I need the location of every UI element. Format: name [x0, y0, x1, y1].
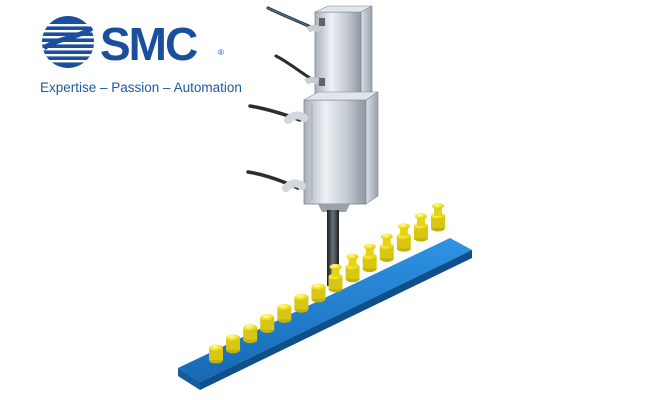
brand-name: SMC: [100, 18, 198, 70]
lower-cylinder: [282, 91, 379, 212]
pin: [260, 314, 275, 334]
pin: [226, 334, 241, 354]
pin: [328, 263, 343, 293]
pin: [345, 253, 360, 283]
blue-rail: [178, 238, 472, 390]
pin: [294, 293, 309, 313]
registered-mark: ®: [218, 48, 224, 57]
smc-logo: SMC ®: [40, 14, 280, 104]
pin: [413, 213, 428, 242]
pin: [396, 223, 411, 252]
pin: [431, 203, 445, 232]
pin: [277, 303, 292, 323]
pin: [311, 283, 326, 303]
pin: [362, 243, 377, 273]
yellow-pins: [209, 203, 445, 364]
pin: [379, 233, 394, 262]
pin: [243, 324, 258, 344]
pin: [209, 344, 223, 364]
brand-tagline: Expertise – Passion – Automation: [40, 80, 242, 95]
upper-cylinder: [304, 5, 373, 105]
smc-globe-icon: [42, 16, 94, 68]
